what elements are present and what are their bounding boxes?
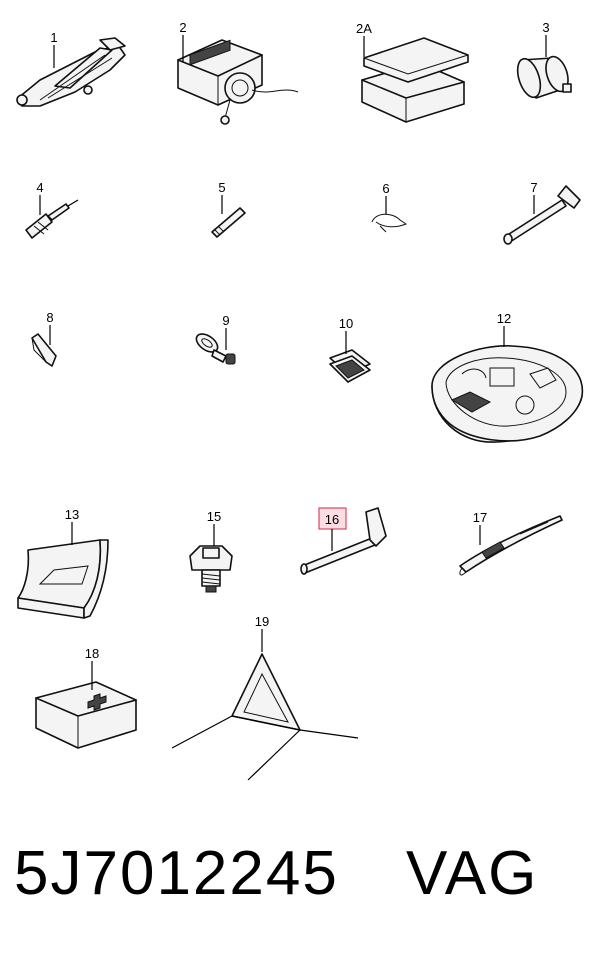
- parts-diagram: 1 2 2A 3 4: [16, 20, 584, 781]
- part-3-label: 3: [542, 20, 549, 35]
- part-4-screwdriver-illustration: [25, 199, 79, 239]
- part-9-towing-eye-illustration: [195, 333, 236, 365]
- part-16-label: 16: [325, 512, 339, 527]
- part-15-bolt-illustration: [189, 545, 233, 593]
- part-10-label: 10: [339, 316, 353, 331]
- part-9-label: 9: [222, 313, 229, 328]
- part-5-pin-illustration: [211, 207, 246, 238]
- part-5-label: 5: [218, 180, 225, 195]
- part-3-canister-illustration: [516, 55, 572, 99]
- part-12-tray-illustration: [431, 345, 584, 443]
- brand-name: VAG: [406, 839, 539, 908]
- part-2-compressor-illustration: [177, 39, 299, 125]
- part-2-label: 2: [179, 20, 186, 35]
- part-6-label: 6: [382, 181, 389, 196]
- part-13-label: 13: [65, 507, 79, 522]
- part-2a-label: 2A: [356, 21, 372, 36]
- part-15-label: 15: [207, 509, 221, 524]
- part-12-label: 12: [497, 311, 511, 326]
- part-1-jack-illustration: [16, 37, 126, 107]
- part-2a-box-illustration: [361, 37, 469, 123]
- part-7-label: 7: [530, 180, 537, 195]
- part-7-wrench-illustration: [503, 185, 581, 245]
- part-17-label: 17: [473, 510, 487, 525]
- part-number: 5J7012245: [14, 839, 339, 908]
- part-17-lever-illustration: [459, 515, 563, 576]
- part-19-warning-triangle-illustration: [171, 653, 359, 781]
- part-19-label: 19: [255, 614, 269, 629]
- part-16-key-illustration: [300, 507, 387, 575]
- part-18-first-aid-illustration: [35, 681, 137, 749]
- footer: 5J7012245 VAG: [14, 838, 586, 918]
- part-4-label: 4: [36, 180, 43, 195]
- part-13-wedge-illustration: [17, 539, 109, 619]
- part-10-pads-illustration: [329, 349, 371, 383]
- part-6-clip-illustration: [371, 213, 408, 233]
- part-18-label: 18: [85, 646, 99, 661]
- part-8-label: 8: [46, 310, 53, 325]
- part-8-hook-illustration: [31, 333, 57, 367]
- part-1-label: 1: [50, 30, 57, 45]
